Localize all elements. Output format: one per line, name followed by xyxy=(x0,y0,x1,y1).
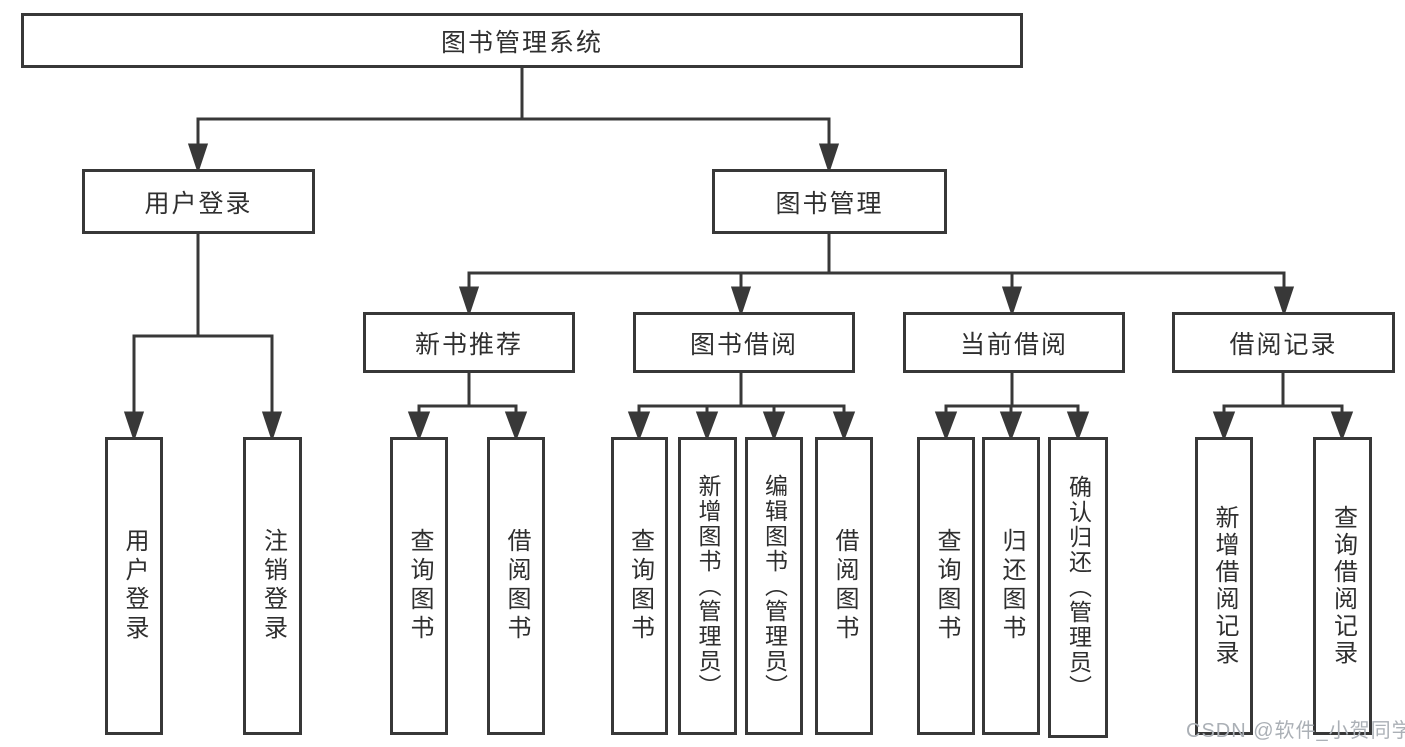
leaf-return-books-label: 归还图书 xyxy=(998,528,1025,644)
node-book-borrow: 图书借阅 xyxy=(633,312,855,373)
node-book-borrow-label: 图书借阅 xyxy=(689,330,798,359)
node-borrow-records: 借阅记录 xyxy=(1172,312,1395,373)
csdn-watermark: CSDN @软件_小贺同学 xyxy=(1186,720,1405,742)
node-new-book-recommend: 新书推荐 xyxy=(363,312,575,373)
node-root-label: 图书管理系统 xyxy=(440,28,603,57)
leaf-user-login-label: 用户登录 xyxy=(121,528,148,644)
leaf-current-query-books-label: 查询图书 xyxy=(933,528,960,644)
leaf-borrow-query-books-label: 查询图书 xyxy=(626,528,654,644)
node-book-management: 图书管理 xyxy=(712,169,947,234)
leaf-recommend-borrow-books: 借阅图书 xyxy=(487,437,545,735)
leaf-add-borrow-record: 新增借阅记录 xyxy=(1195,437,1253,735)
leaf-recommend-borrow-books-label: 借阅图书 xyxy=(503,528,530,644)
node-current-borrow: 当前借阅 xyxy=(903,312,1125,373)
leaf-borrow-books: 借阅图书 xyxy=(815,437,873,735)
leaf-add-books-admin: 新增图书（管理员） xyxy=(678,437,737,735)
leaf-borrow-query-books: 查询图书 xyxy=(611,437,668,735)
leaf-current-query-books: 查询图书 xyxy=(917,437,975,735)
leaf-recommend-query-books: 查询图书 xyxy=(390,437,448,735)
node-borrow-records-label: 借阅记录 xyxy=(1229,330,1338,359)
leaf-confirm-return-admin-label: 确认归还（管理员） xyxy=(1065,475,1092,700)
leaf-query-borrow-record: 查询借阅记录 xyxy=(1313,437,1372,735)
leaf-logout: 注销登录 xyxy=(243,437,302,735)
node-book-management-label: 图书管理 xyxy=(775,189,884,218)
leaf-recommend-query-books-label: 查询图书 xyxy=(406,528,433,644)
node-root: 图书管理系统 xyxy=(21,13,1023,68)
leaf-add-borrow-record-label: 新增借阅记录 xyxy=(1211,505,1238,667)
node-current-borrow-label: 当前借阅 xyxy=(959,330,1068,359)
leaf-query-borrow-record-label: 查询借阅记录 xyxy=(1329,505,1357,667)
leaf-edit-books-admin-label: 编辑图书（管理员） xyxy=(761,473,788,699)
node-new-book-recommend-label: 新书推荐 xyxy=(414,330,523,359)
leaf-add-books-admin-label: 新增图书（管理员） xyxy=(695,473,721,699)
node-user-login-label: 用户登录 xyxy=(144,189,253,218)
leaf-user-login: 用户登录 xyxy=(105,437,163,735)
leaf-edit-books-admin: 编辑图书（管理员） xyxy=(745,437,803,735)
leaf-borrow-books-label: 借阅图书 xyxy=(831,528,858,644)
node-user-login: 用户登录 xyxy=(82,169,315,234)
leaf-logout-label: 注销登录 xyxy=(259,528,287,644)
leaf-confirm-return-admin: 确认归还（管理员） xyxy=(1048,437,1108,738)
leaf-return-books: 归还图书 xyxy=(982,437,1040,735)
